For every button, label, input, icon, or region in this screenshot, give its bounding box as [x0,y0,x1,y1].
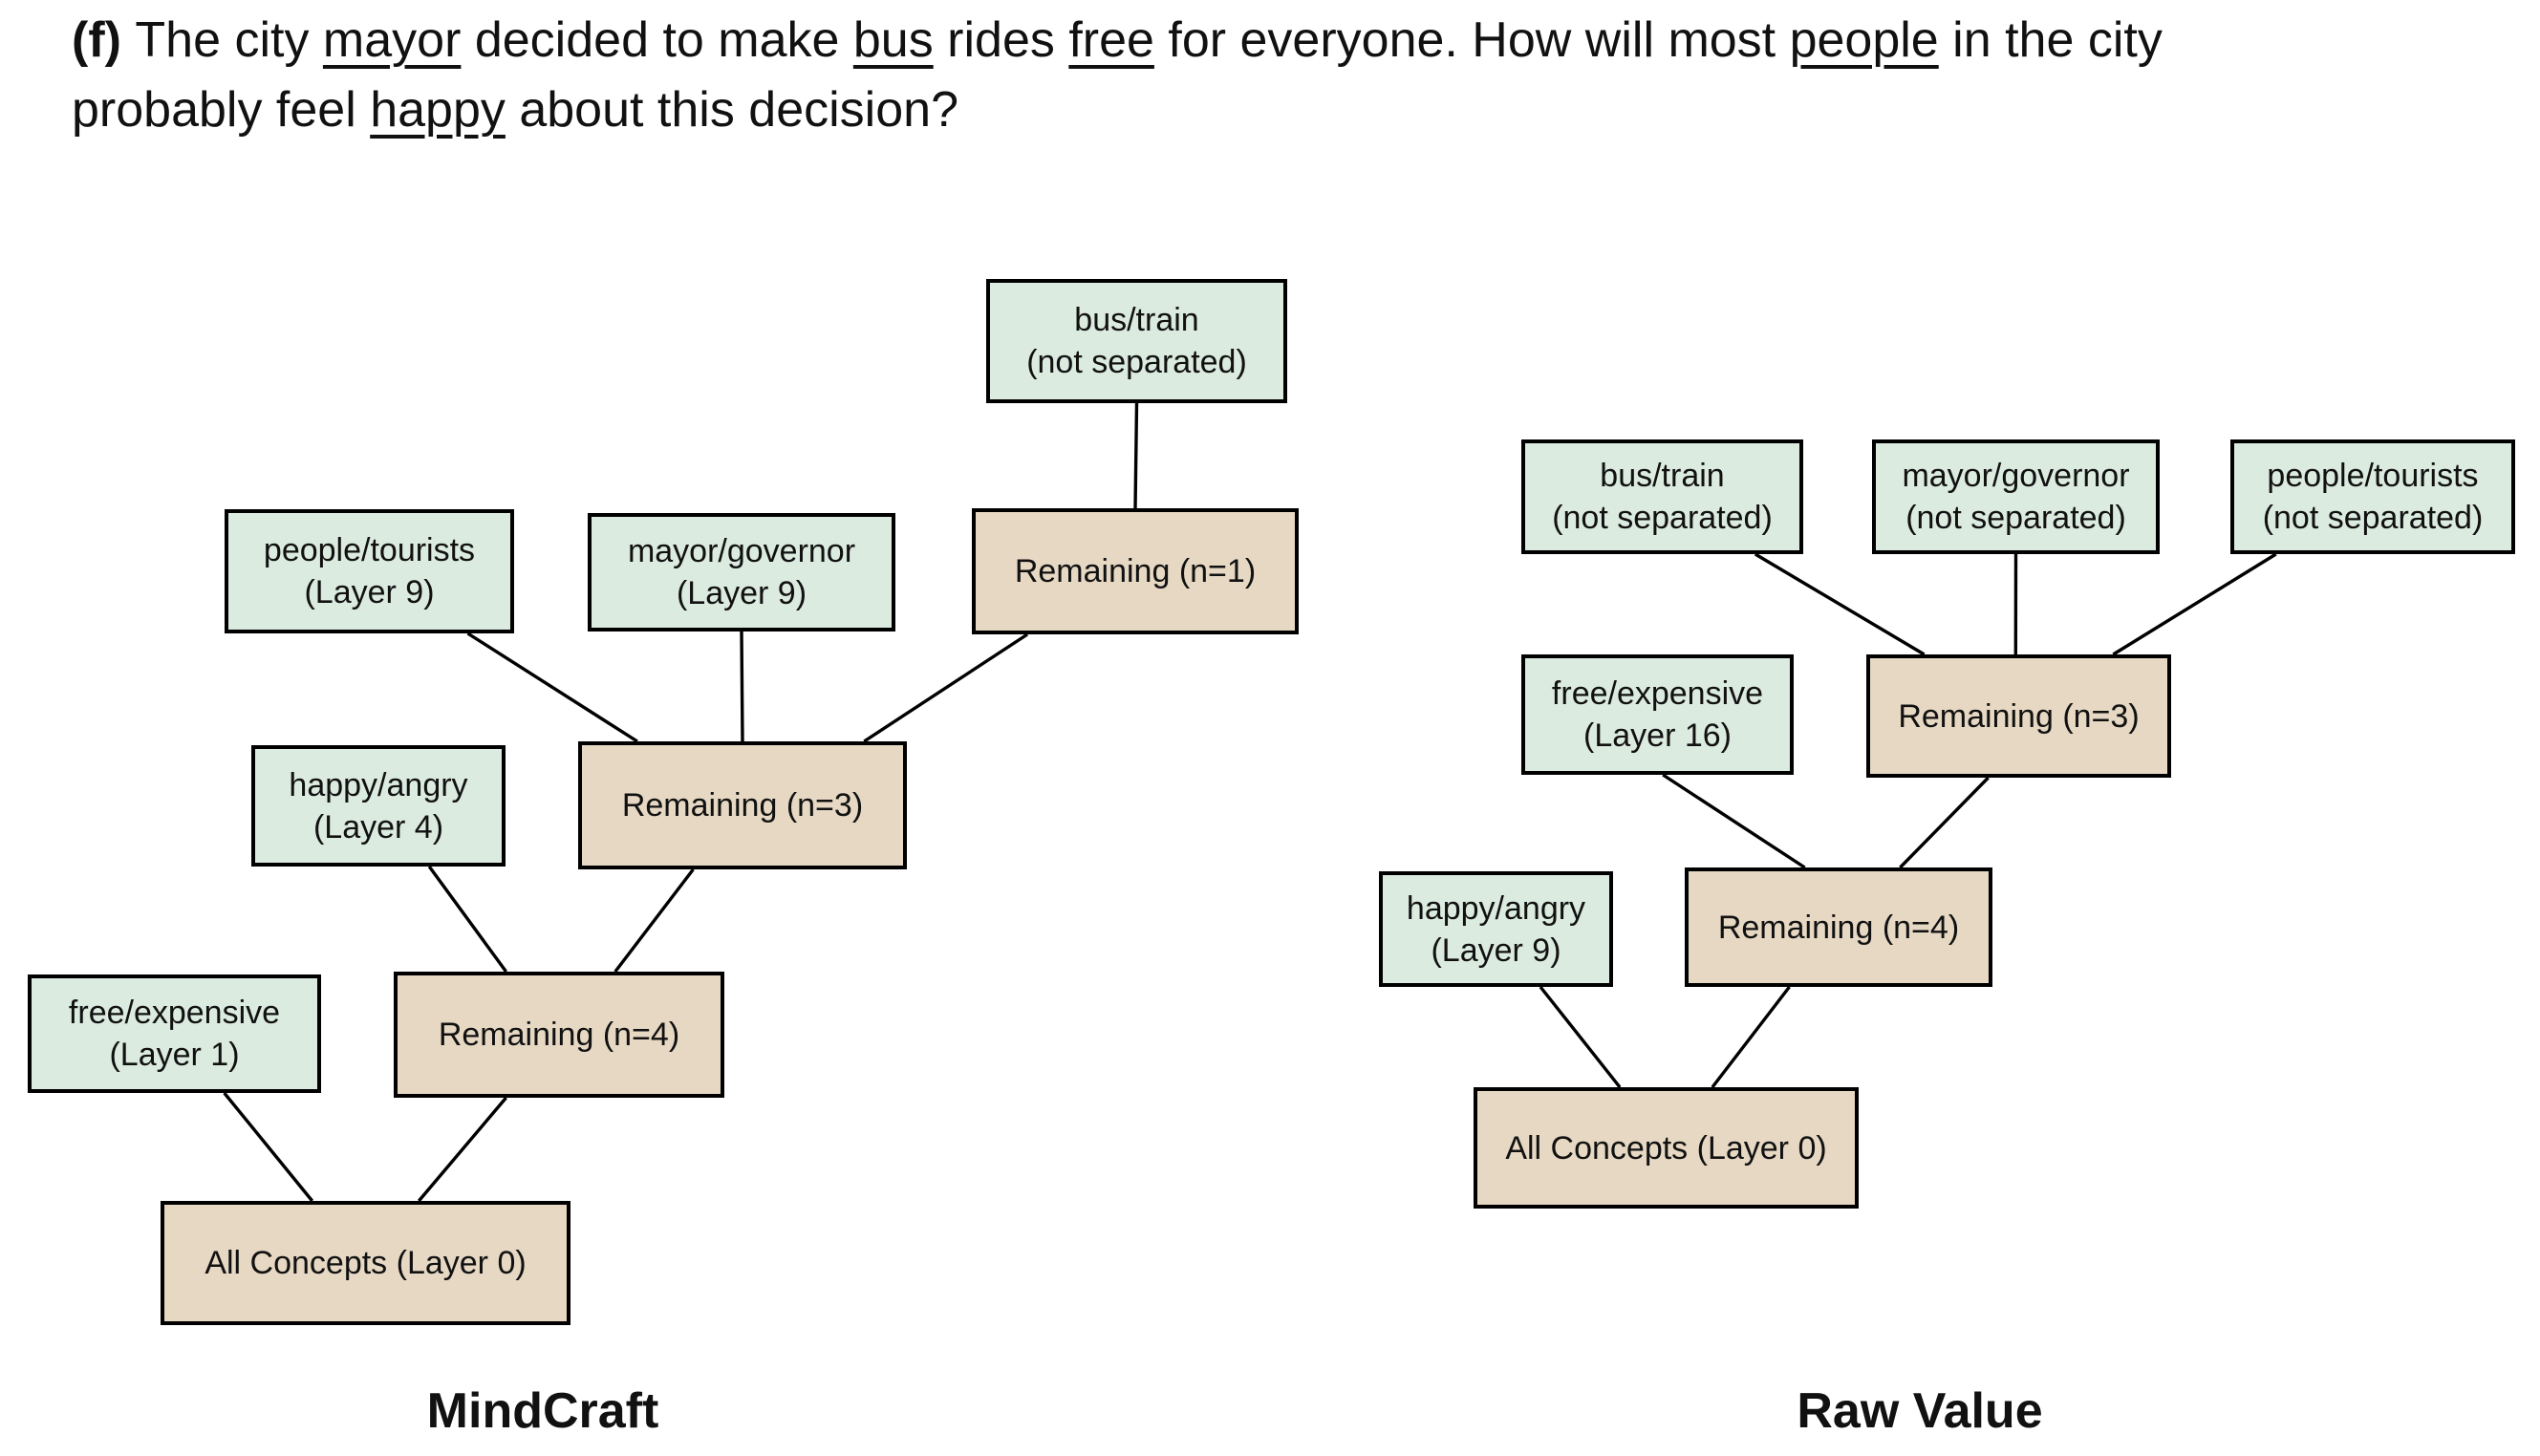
edge-mindcraft-people-tourists-to-remaining-n3 [466,632,638,743]
question-segment: rides [933,12,1069,68]
node-raw-value-free-expensive: free/expensive (Layer 16) [1521,654,1794,775]
edge-raw-value-people-tourists-to-remaining-n3 [2112,552,2277,656]
node-label-line: free/expensive [1551,675,1764,712]
node-raw-value-bus-train: bus/train (not separated) [1521,439,1803,554]
question-term-underlined: free [1068,12,1154,68]
node-label-line: Remaining (n=3) [1898,697,2140,735]
node-label-line: All Concepts (Layer 0) [204,1245,527,1281]
node-label-line: (Layer 9) [676,575,807,611]
node-mindcraft-bus-train: bus/train (not separated) [986,279,1287,403]
question-segment: about this decision? [505,82,958,138]
node-raw-value-people-tourists: people/tourists (not separated) [2230,439,2515,554]
edge-mindcraft-remaining-n3-to-remaining-n4 [613,867,695,974]
node-raw-value-happy-angry: happy/angry (Layer 9) [1379,871,1613,987]
tree-label-mindcraft: MindCraft [426,1383,659,1439]
node-label-line: (Layer 9) [1431,931,1561,969]
node-label-line: Remaining (n=4) [438,1017,680,1053]
edge-raw-value-bus-train-to-remaining-n3 [1754,552,1926,656]
question-term-underlined: bus [852,12,934,68]
node-label-line: (Layer 9) [304,574,435,610]
node-label-line: (not separated) [1905,500,2126,536]
edge-raw-value-remaining-n4-to-all-concepts [1711,985,1791,1089]
node-label-line: people/tourists [2267,458,2479,494]
edge-raw-value-remaining-n3-to-remaining-n4 [1899,776,1990,869]
question-segment: The city [135,12,323,68]
node-label-line: Remaining (n=1) [1014,553,1257,589]
node-mindcraft-happy-angry: happy/angry (Layer 4) [251,745,506,867]
node-mindcraft-remaining-n1: Remaining (n=1) [972,508,1299,634]
tree-label-raw-value: Raw Value [1797,1383,2043,1439]
node-label-line: free/expensive [68,995,281,1031]
node-label-line: happy/angry [1406,889,1586,927]
question-segment: (f) [72,12,136,68]
node-raw-value-all-concepts: All Concepts (Layer 0) [1474,1087,1859,1209]
question-segment: decided to make [461,12,853,68]
node-raw-value-remaining-n3: Remaining (n=3) [1866,654,2171,778]
node-label-line: people/tourists [263,532,476,568]
edge-mindcraft-remaining-n4-to-all-concepts [418,1096,507,1203]
node-mindcraft-people-tourists: people/tourists (Layer 9) [225,509,514,633]
question-line: probably feel happy about this decision? [72,75,2163,145]
node-label-line: happy/angry [289,766,468,803]
node-mindcraft-free-expensive: free/expensive (Layer 1) [28,974,321,1093]
edge-mindcraft-remaining-n1-to-remaining-n3 [863,632,1029,743]
question-segment: in the city [1938,12,2163,68]
node-label-line: bus/train [1600,458,1725,494]
node-mindcraft-all-concepts: All Concepts (Layer 0) [161,1201,570,1325]
question-text: (f) The city mayor decided to make bus r… [72,6,2163,145]
question-segment: for everyone. How will most [1153,12,1790,68]
node-label-line: (Layer 4) [312,808,444,846]
edge-mindcraft-happy-angry-to-remaining-n4 [427,865,507,974]
question-term-underlined: happy [370,82,506,138]
question-line: (f) The city mayor decided to make bus r… [72,6,2163,75]
edge-raw-value-happy-angry-to-all-concepts [1539,985,1622,1089]
node-mindcraft-remaining-n4: Remaining (n=4) [394,972,724,1098]
node-mindcraft-remaining-n3: Remaining (n=3) [578,741,907,869]
node-label-line: (not separated) [1552,500,1773,536]
node-mindcraft-mayor-governor: mayor/governor (Layer 9) [588,513,895,632]
node-label-line: (not separated) [2262,500,2484,536]
node-label-line: (Layer 16) [1583,717,1732,754]
edge-mindcraft-free-expensive-to-all-concepts [223,1091,314,1203]
node-label-line: mayor/governor [1902,458,2130,494]
node-label-line: Remaining (n=3) [621,787,864,824]
edge-mindcraft-bus-train-to-remaining-n1 [1133,402,1139,509]
node-label-line: (not separated) [1026,344,1247,380]
question-term-underlined: people [1789,12,1939,68]
node-label-line: (Layer 1) [109,1037,240,1073]
question-segment: probably feel [72,82,371,138]
node-label-line: bus/train [1074,302,1199,338]
question-term-underlined: mayor [322,12,462,68]
node-raw-value-remaining-n4: Remaining (n=4) [1685,867,1992,987]
edge-mindcraft-mayor-governor-to-remaining-n3 [740,631,744,742]
node-raw-value-mayor-governor: mayor/governor (not separated) [1872,439,2160,554]
node-label-line: mayor/governor [627,533,856,569]
node-label-line: All Concepts (Layer 0) [1505,1129,1827,1167]
edge-raw-value-free-expensive-to-remaining-n4 [1662,773,1806,869]
node-label-line: Remaining (n=4) [1717,909,1960,946]
